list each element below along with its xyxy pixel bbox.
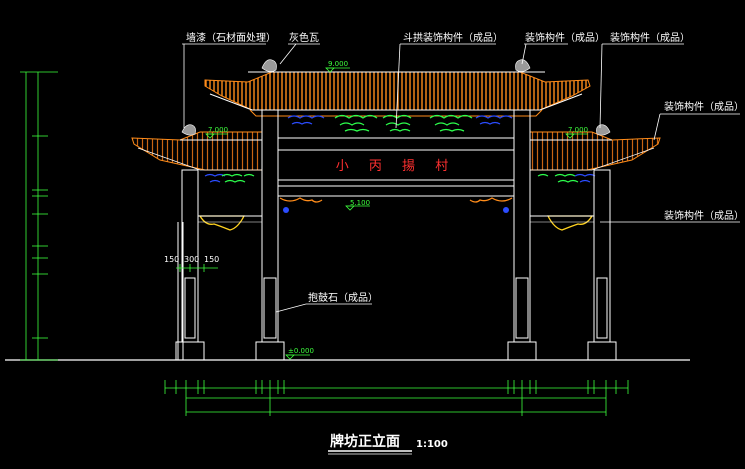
callout-wall-coating: 墙漆（石材面处理） xyxy=(186,31,276,44)
callout-drum-stone: 抱鼓石（成品） xyxy=(308,291,378,304)
dim-300: 300 xyxy=(184,255,199,264)
drawing-scale: 1:100 xyxy=(416,439,448,450)
ridge-ornaments xyxy=(181,59,611,136)
name-plaque xyxy=(277,149,515,181)
top-brackets xyxy=(287,114,513,132)
dim-150-a: 150 xyxy=(164,255,179,264)
callout-ornament-3: 装饰构件（成品） xyxy=(664,100,744,113)
vertical-dimension-chain xyxy=(20,71,58,361)
columns xyxy=(175,109,617,361)
level-side-left: 7.000 xyxy=(208,126,228,134)
drawing-title: 牌坊正立面 xyxy=(330,433,400,450)
level-top: 9.000 xyxy=(328,60,348,68)
plaque-text: 小 丙 揚 村 xyxy=(336,158,456,174)
horizontal-dimension-chain xyxy=(164,380,629,416)
right-side-roof xyxy=(529,131,661,171)
leader-lines xyxy=(182,43,740,313)
level-markers xyxy=(205,67,588,360)
level-beam: 5.100 xyxy=(350,199,370,207)
dim-150-b: 150 xyxy=(204,255,219,264)
pillar-dims xyxy=(176,264,218,272)
left-side-roof xyxy=(131,131,263,171)
side-brackets xyxy=(204,173,596,183)
beams xyxy=(277,137,515,197)
callout-ornament-2: 装饰构件（成品） xyxy=(610,31,690,44)
beam-ornaments xyxy=(198,197,594,231)
level-ground: ±0.000 xyxy=(288,347,314,355)
callout-tile: 灰色瓦 xyxy=(289,31,319,44)
callout-ornament-4: 装饰构件（成品） xyxy=(664,209,744,222)
callout-bracket-top: 斗拱装饰构件（成品） xyxy=(403,31,503,44)
callout-ornament-1: 装饰构件（成品） xyxy=(525,31,605,44)
level-side-right: 7.000 xyxy=(568,126,588,134)
